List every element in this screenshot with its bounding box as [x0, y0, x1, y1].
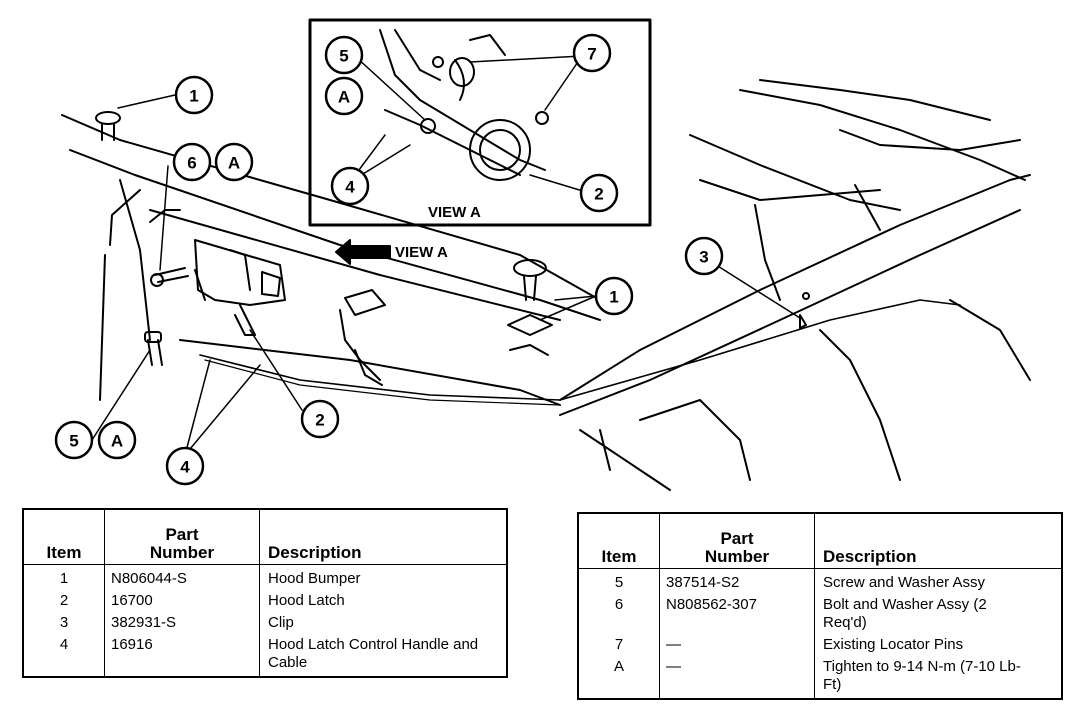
table-row: A — Tighten to 9-14 N-m (7-10 Lb-Ft) [578, 654, 1062, 699]
callout-4-low-label: 4 [180, 458, 190, 477]
callout-2-inset [579, 173, 619, 213]
clip-3 [799, 292, 810, 329]
item-cell: 6 [614, 596, 624, 613]
callout-6-label: 6 [187, 154, 196, 173]
callout-a-top [214, 142, 254, 182]
desc-cell: Bolt and Washer Assy (2 Req'd) [814, 592, 1062, 632]
desc-cell: Clip [259, 610, 507, 632]
header-item: Item [23, 509, 105, 565]
callout-3-label: 3 [699, 248, 708, 267]
item-cell: 1 [59, 570, 69, 587]
callout-7 [572, 33, 612, 73]
callout-1-mid-label: 1 [609, 288, 618, 307]
callout-6 [172, 142, 212, 182]
item-cell: 2 [59, 592, 69, 609]
callout-a-low [97, 420, 137, 460]
hood-latch [194, 239, 286, 336]
part-cell: 387514-S2 [659, 568, 815, 592]
bolt-6 [150, 267, 189, 287]
callout-a-inset [324, 76, 364, 116]
callout-2-inset-label: 2 [594, 185, 603, 204]
callout-a-inset-label: A [338, 88, 350, 107]
radiator-support [61, 114, 601, 406]
hood-bumper-top [95, 111, 121, 141]
item-cell: A [613, 658, 624, 675]
callout-5-inset-label: 5 [339, 47, 348, 66]
callout-3 [684, 236, 724, 276]
fender-body [559, 79, 1031, 491]
item-cell: 5 [614, 574, 624, 591]
desc-cell: Hood Latch Control Handle and Cable [259, 632, 507, 677]
callout-a-top-label: A [228, 154, 240, 173]
table-row: 2 16700 Hood Latch [23, 588, 507, 610]
view-a-arrow-label: VIEW A [395, 244, 448, 261]
desc-cell: Hood Bumper [259, 564, 507, 588]
part-cell: — [659, 632, 815, 654]
callout-1-mid [594, 276, 634, 316]
desc-cell: Tighten to 9-14 N-m (7-10 Lb-Ft) [814, 654, 1062, 699]
table-row: 1 N806044-S Hood Bumper [23, 564, 507, 588]
callout-7-label: 7 [587, 45, 596, 64]
callout-4-inset-label: 4 [345, 178, 355, 197]
callout-5-low-label: 5 [69, 432, 78, 451]
table-row: 3 382931-S Clip [23, 610, 507, 632]
item-cell: 3 [59, 614, 69, 631]
callout-4-inset [330, 166, 370, 206]
hood-latch-diagram: 1 6 A 1 2 3 4 5 A 5 A 4 7 2 VIEW A VIEW … [54, 18, 1031, 491]
desc-cell: Screw and Washer Assy [814, 568, 1062, 592]
callout-2-mid [300, 399, 340, 439]
table-row: 6 N808562-307 Bolt and Washer Assy (2 Re… [578, 592, 1062, 632]
desc-cell: Existing Locator Pins [814, 632, 1062, 654]
item-cell: 7 [614, 636, 624, 653]
desc-cell: Hood Latch [259, 588, 507, 610]
hood-bumper-mid [507, 259, 553, 356]
part-cell: N808562-307 [659, 592, 815, 632]
screw-5 [144, 331, 163, 366]
header-description: Description [814, 513, 1062, 569]
part-cell: 16700 [104, 588, 260, 610]
callout-1-top [174, 75, 214, 115]
part-cell: 382931-S [104, 610, 260, 632]
table-row: 4 16916 Hood Latch Control Handle and Ca… [23, 632, 507, 677]
header-item: Item [578, 513, 660, 569]
part-cell: 16916 [104, 632, 260, 677]
part-cell: — [659, 654, 815, 699]
inset-title: VIEW A [428, 204, 481, 221]
callout-5-low [54, 420, 94, 460]
part-cell: N806044-S [104, 564, 260, 588]
table-row: 7 — Existing Locator Pins [578, 632, 1062, 654]
inset-view-a [308, 18, 652, 227]
header-description: Description [259, 509, 507, 565]
callout-2-mid-label: 2 [315, 411, 324, 430]
latch-cable [199, 299, 961, 406]
table-row: 5 387514-S2 Screw and Washer Assy [578, 568, 1062, 592]
callout-5-inset [324, 35, 364, 75]
callout-4-low [165, 446, 205, 486]
callout-a-low-label: A [111, 432, 123, 451]
view-a-arrow [335, 239, 391, 265]
item-cell: 4 [59, 636, 69, 653]
callout-1-top-label: 1 [189, 87, 198, 106]
